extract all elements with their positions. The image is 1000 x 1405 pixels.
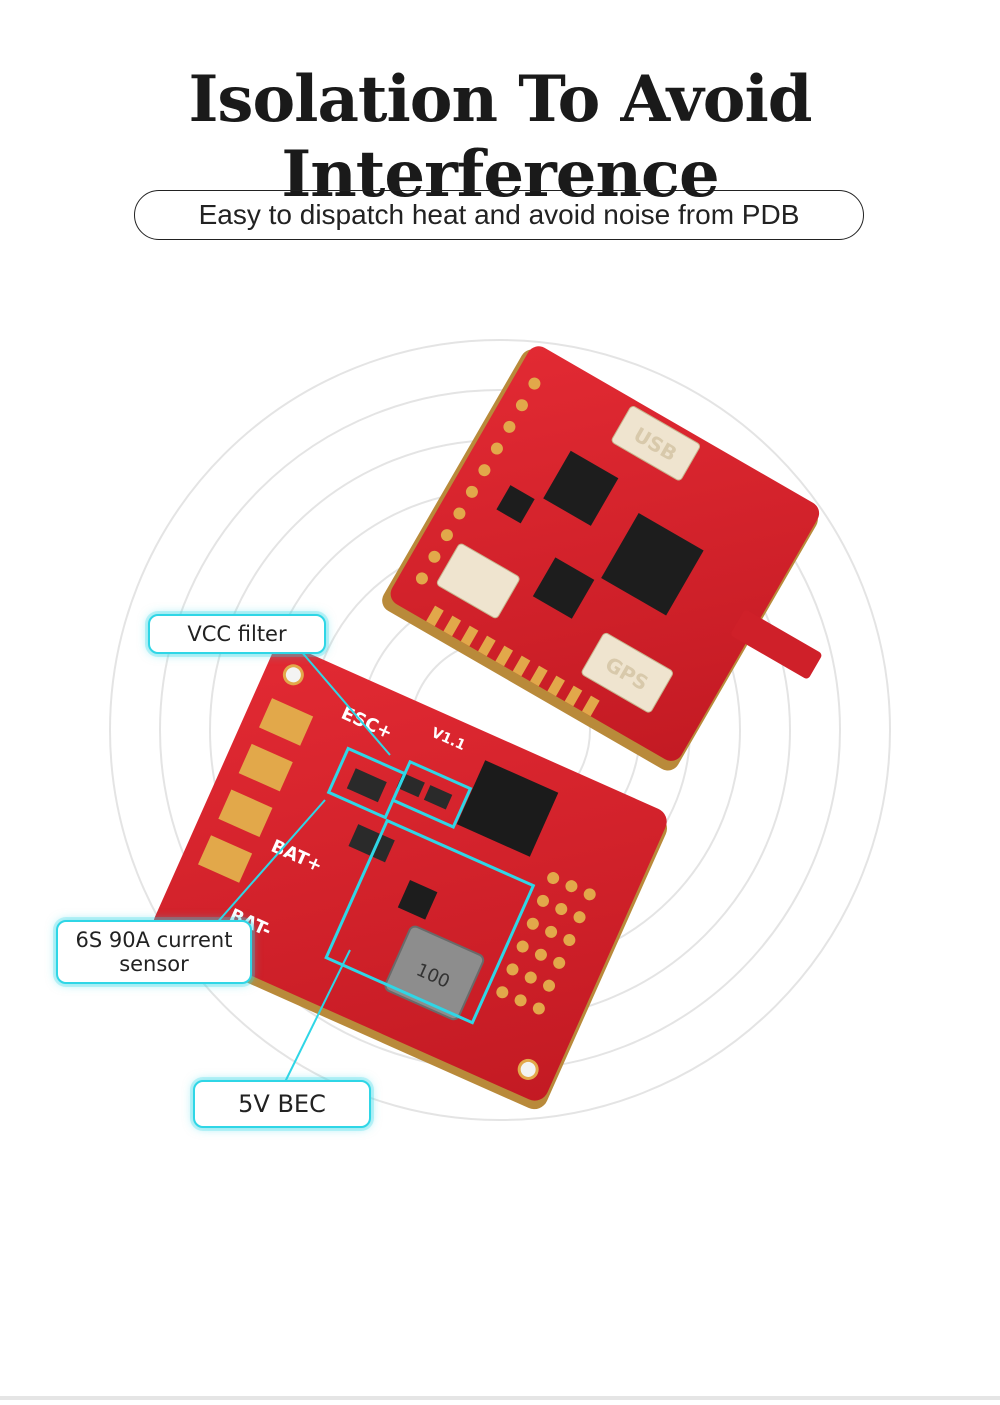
vcc-filter-callout: VCC filter (148, 614, 326, 654)
callout-leaders (214, 649, 391, 1083)
bec-callout: 5V BEC (193, 1080, 371, 1128)
current-sensor-label: 6S 90A current sensor (75, 928, 233, 976)
flight-controller-board: USB GPS (382, 346, 822, 771)
page-title: Isolation To Avoid Interference (188, 62, 812, 212)
product-scene: USB GPS ESC+ BAT+ BAT- V1.1 (0, 300, 1000, 1400)
current-sensor-highlight (326, 746, 407, 820)
subtitle-text: Easy to dispatch heat and avoid noise fr… (198, 199, 800, 230)
bec-highlight (324, 818, 536, 1025)
bec-label: 5V BEC (238, 1090, 326, 1118)
product-illustration: USB GPS ESC+ BAT+ BAT- V1.1 (109, 339, 891, 1121)
pdb-board: ESC+ BAT+ BAT- V1.1 100 (152, 644, 668, 1110)
current-sensor-callout: 6S 90A current sensor (56, 920, 252, 984)
bottom-divider (0, 1396, 1000, 1400)
vcc-filter-label: VCC filter (187, 622, 287, 646)
subtitle-pill: Easy to dispatch heat and avoid noise fr… (134, 190, 864, 240)
